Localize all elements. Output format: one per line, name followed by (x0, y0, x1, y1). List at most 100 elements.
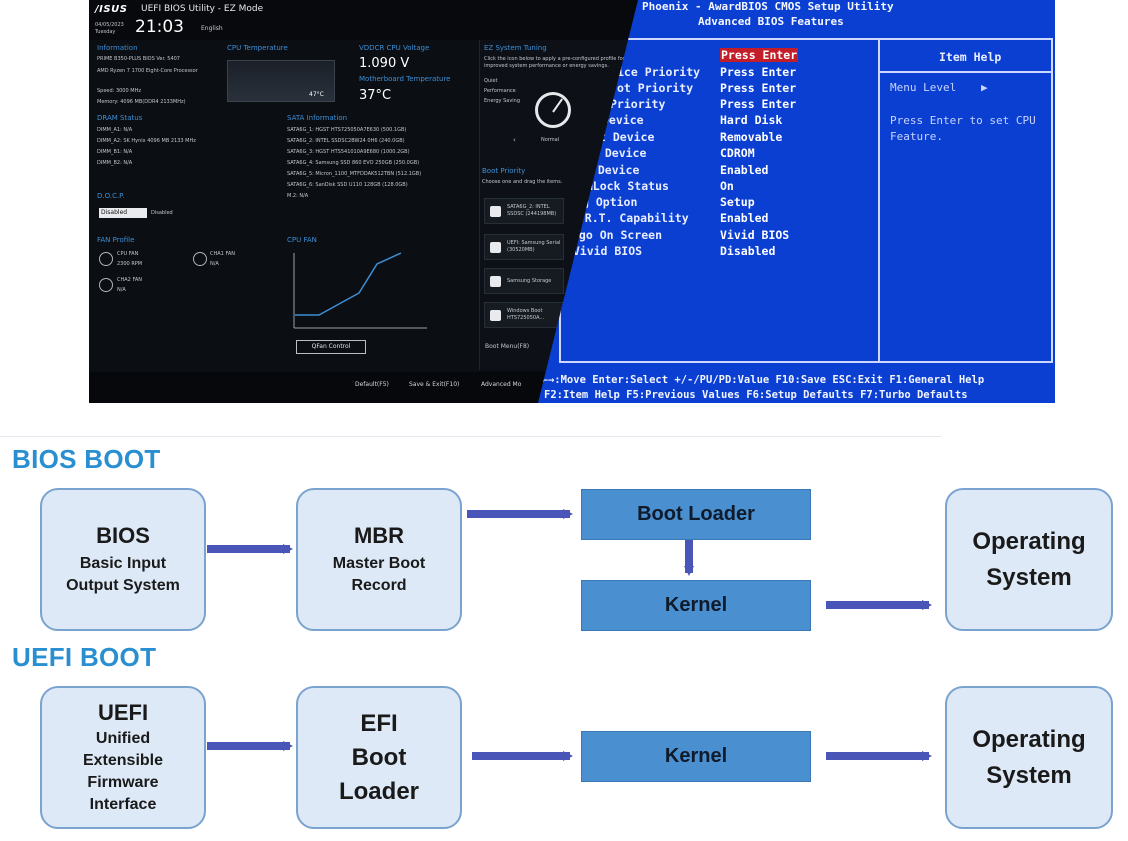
asus-logo: /ISUS (95, 4, 128, 15)
efi-box-line: Loader (338, 777, 419, 805)
bios-value[interactable]: Enabled (720, 211, 769, 225)
docp-heading: D.O.C.P. (97, 192, 125, 200)
bios-value[interactable]: Setup (720, 195, 755, 209)
bios-option[interactable]: s Vivid BIOS (559, 244, 643, 258)
ez-tuning-heading: EZ System Tuning (484, 44, 547, 52)
cpu-fan-name: CPU FAN (117, 251, 139, 257)
ez-mode-quiet[interactable]: Quiet (484, 78, 498, 84)
docp-status: Disabled (151, 210, 173, 216)
info-line: PRIME B350-PLUS BIOS Ver. 5407 (97, 56, 180, 62)
help-divider (880, 71, 1053, 73)
bios-option[interactable]: Priority (610, 97, 666, 111)
help-text: Feature. (890, 130, 943, 143)
info-heading: Information (97, 44, 138, 52)
bios-box: BIOS Basic Input Output System (40, 488, 206, 631)
bios-box-sub: Output System (66, 576, 180, 594)
bios-value[interactable]: CDROM (720, 146, 755, 160)
default-button[interactable]: Default(F5) (355, 381, 389, 388)
mb-temp-value: 37°C (359, 88, 392, 103)
bios-screenshot-composite: /ISUS UEFI BIOS Utility - EZ Mode 04/05/… (89, 0, 1055, 403)
cha2-fan-name: CHA2 FAN (117, 277, 143, 283)
bios-option[interactable]: ice Priority (617, 65, 701, 79)
uefi-boot-title: UEFI BOOT (12, 642, 157, 672)
uefi-box-sub: Firmware (87, 773, 159, 791)
bios-value[interactable]: Press Enter (720, 97, 797, 111)
award-subtitle: Advanced BIOS Features (698, 15, 844, 28)
info-line: Speed: 3000 MHz (97, 88, 141, 94)
bios-option[interactable]: Device (602, 113, 644, 127)
sata-line: SATA6G_1: HGST HTS725050A7E630 (500.1GB) (287, 127, 407, 133)
docp-select[interactable]: Disabled (99, 208, 147, 218)
bios-value[interactable]: Vivid BIOS (720, 228, 790, 242)
boot-item[interactable]: Samsung Storage (484, 268, 564, 294)
ez-mode-energy[interactable]: Energy Saving (484, 98, 521, 104)
speedometer-icon[interactable] (535, 92, 571, 128)
cha1-fan-name: CHA1 FAN (210, 251, 236, 257)
ez-tuning-desc: Click the icon below to apply a pre-conf… (484, 56, 625, 69)
bios-box-sub: Basic Input (79, 554, 167, 572)
uefi-box-title: UEFI (97, 699, 149, 725)
dram-heading: DRAM Status (97, 114, 143, 122)
mbr-box: MBR Master Boot Record (296, 488, 462, 631)
bios-value[interactable]: Enabled (720, 163, 769, 177)
bios-value[interactable]: Removable (720, 130, 783, 144)
vddcr-value: 1.090 V (359, 56, 410, 71)
bios-option[interactable]: g Option (582, 195, 638, 209)
fan-heading: FAN Profile (97, 236, 135, 244)
efi-boot-loader-box: EFI Boot Loader (296, 686, 462, 829)
bios-option[interactable]: ot Priority (617, 81, 694, 95)
key-legend-line2: F2:Item Help F5:Previous Values F6:Setup… (544, 389, 968, 401)
bios-value[interactable]: Hard Disk (720, 113, 783, 127)
mb-temp-heading: Motherboard Temperature (359, 75, 451, 83)
menu-level-arrow-icon: ▶ (981, 81, 988, 94)
bios-option[interactable]: ogo On Screen (572, 228, 663, 242)
bios-value[interactable]: On (720, 179, 734, 193)
uefi-box: UEFI Unified Extensible Firmware Interfa… (40, 686, 206, 829)
language-selector[interactable]: English (201, 25, 223, 32)
bios-option[interactable]: t Device (591, 146, 647, 160)
os-box-line: Operating (972, 725, 1086, 753)
bios-value[interactable]: Disabled (720, 244, 776, 258)
sata-line: SATA6G_5: Micron_1100_MTFDDAK512TBN (512… (287, 171, 422, 177)
bios-option[interactable]: r Device (584, 163, 640, 177)
ez-prev-arrow[interactable]: ‹ (513, 136, 516, 144)
info-line: AMD Ryzen 7 1700 Eight-Core Processor (97, 68, 198, 74)
cha1-fan-icon (193, 252, 207, 266)
cpu-temp-bar (227, 60, 335, 102)
efi-box-line: Boot (351, 743, 407, 771)
cha2-fan-value: N/A (117, 287, 126, 293)
boot-item[interactable]: Windows Boot HTS725050A... (484, 302, 564, 328)
key-legend-line1: ↑↓←→:Move Enter:Select +/-/PU/PD:Value F… (529, 374, 985, 386)
bios-option[interactable]: .A.R.T. Capability (564, 211, 689, 225)
bios-value[interactable]: Press Enter (720, 81, 797, 95)
kernel-box-uefi: Kernel (581, 731, 811, 782)
save-exit-button[interactable]: Save & Exit(F10) (409, 381, 460, 388)
bios-option[interactable]: t Device (599, 130, 655, 144)
mbr-box-sub: Master Boot (332, 554, 426, 572)
os-box-uefi: Operating System (945, 686, 1113, 829)
os-box-line: System (986, 761, 1072, 789)
advanced-mode-button[interactable]: Advanced Mo (481, 381, 522, 388)
boot-item[interactable]: SATA6G_2: INTEL SSDSC (244198MB) (484, 198, 564, 224)
boot-menu-button[interactable]: Boot Menu(F8) (485, 343, 530, 350)
dram-line: DIMM_B1: N/A (97, 149, 133, 155)
bios-value[interactable]: Press Enter (720, 65, 797, 79)
uefi-box-sub: Unified (95, 729, 151, 747)
bios-value-selected[interactable]: Press Enter (720, 48, 799, 62)
qfan-control-button[interactable]: QFan Control (296, 340, 366, 354)
info-line: Memory: 4096 MB(DDR4 2133MHz) (97, 99, 186, 105)
sata-line: SATA6G_2: INTEL SSDSC2BW24 0H6 (240.0GB) (287, 138, 405, 144)
boot-item[interactable]: UEFI: Samsung Serial (30520MB) (484, 234, 564, 260)
cha2-fan-icon (99, 278, 113, 292)
dram-line: DIMM_B2: N/A (97, 160, 133, 166)
uefi-box-sub: Extensible (82, 751, 164, 769)
cpu-fan-value: 2300 RPM (117, 261, 143, 267)
ez-current-mode: Normal (541, 137, 560, 143)
award-title: Phoenix - AwardBIOS CMOS Setup Utility (642, 0, 894, 13)
uefi-box-sub: Interface (89, 795, 157, 813)
bios-option[interactable]: NumLock Status (572, 179, 669, 193)
cpu-fan-curve-chart[interactable] (289, 248, 429, 334)
ez-mode-performance[interactable]: Performance (484, 88, 516, 94)
